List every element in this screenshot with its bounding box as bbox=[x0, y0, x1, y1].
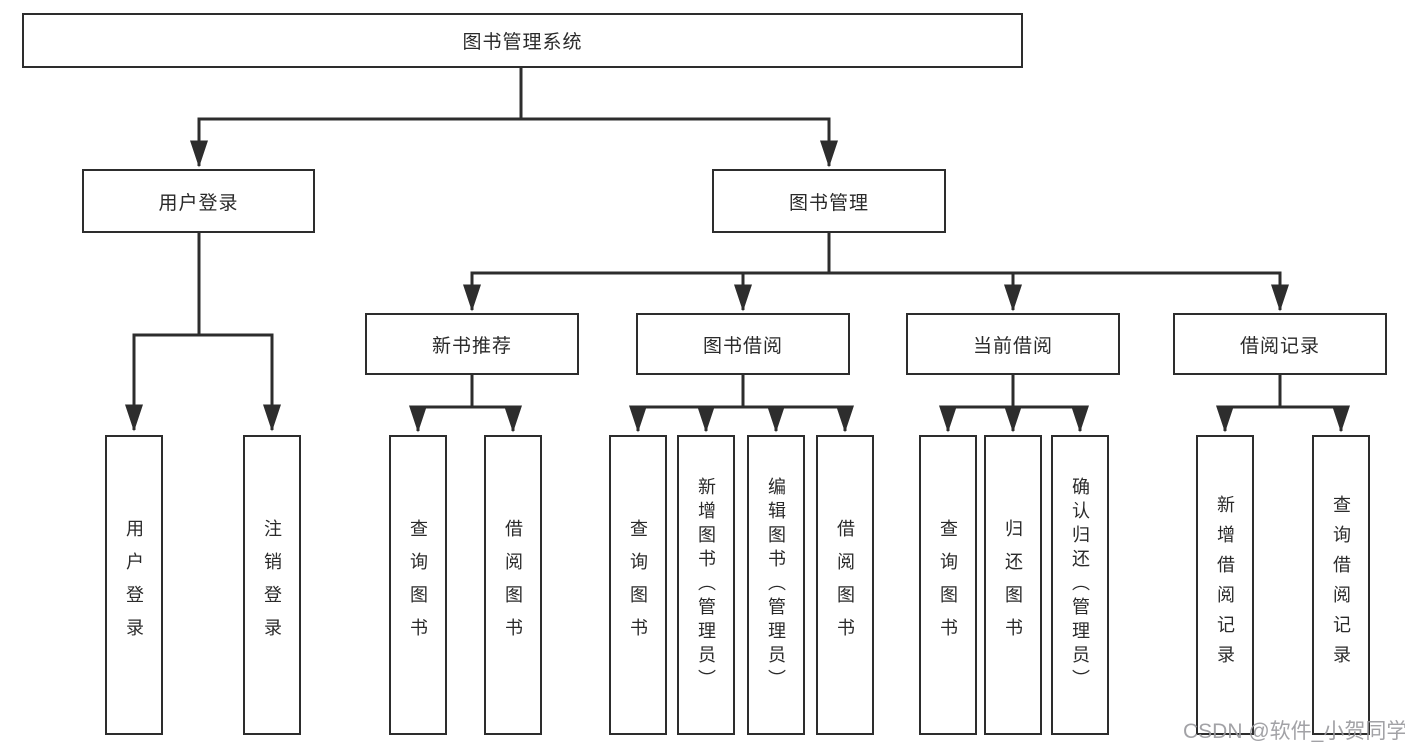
node-library-system-label: 图书管理系统 bbox=[462, 32, 583, 53]
leaf-query-books-current-label: 查询图书 bbox=[938, 519, 958, 651]
connectors-new-book-recommend bbox=[409, 375, 522, 433]
node-book-borrowing: 图书借阅 bbox=[636, 313, 850, 375]
leaf-logout: 注销登录 bbox=[243, 435, 301, 735]
leaf-return-books-label: 归还图书 bbox=[1003, 519, 1023, 651]
leaf-query-books-borrowing-label: 查询图书 bbox=[628, 519, 648, 651]
leaf-confirm-return-admin-label: 确认归还（管理员） bbox=[1070, 477, 1090, 693]
connectors-current-borrowing bbox=[939, 375, 1089, 433]
leaf-borrow-books-recommend: 借阅图书 bbox=[484, 435, 542, 735]
node-user-login-label: 用户登录 bbox=[158, 192, 239, 214]
leaf-return-books: 归还图书 bbox=[984, 435, 1042, 735]
leaf-add-books-admin: 新增图书（管理员） bbox=[677, 435, 735, 735]
leaf-edit-books-admin-label: 编辑图书（管理员） bbox=[766, 477, 786, 693]
leaf-user-login-label: 用户登录 bbox=[124, 519, 144, 651]
leaf-query-books-current: 查询图书 bbox=[919, 435, 977, 735]
connectors-user-login bbox=[125, 233, 281, 432]
node-book-borrowing-label: 图书借阅 bbox=[702, 335, 783, 357]
node-new-book-recommend-label: 新书推荐 bbox=[431, 335, 512, 357]
node-new-book-recommend: 新书推荐 bbox=[365, 313, 579, 375]
node-book-management-label: 图书管理 bbox=[788, 192, 869, 214]
node-user-login: 用户登录 bbox=[82, 169, 315, 233]
leaf-query-borrow-record: 查询借阅记录 bbox=[1312, 435, 1370, 735]
leaf-edit-books-admin: 编辑图书（管理员） bbox=[747, 435, 805, 735]
leaf-logout-label: 注销登录 bbox=[262, 519, 282, 651]
leaf-add-books-admin-label: 新增图书（管理员） bbox=[696, 477, 716, 693]
leaf-borrow-books-borrowing: 借阅图书 bbox=[816, 435, 874, 735]
leaf-add-borrow-record: 新增借阅记录 bbox=[1196, 435, 1254, 735]
node-library-system: 图书管理系统 bbox=[22, 13, 1023, 68]
leaf-query-books-recommend: 查询图书 bbox=[389, 435, 447, 735]
connectors-borrowing-records bbox=[1216, 375, 1350, 433]
leaf-confirm-return-admin: 确认归还（管理员） bbox=[1051, 435, 1109, 735]
watermark: CSDN @软件_小贺同学 bbox=[1183, 720, 1405, 743]
connectors-book-management bbox=[463, 233, 1289, 312]
node-book-management: 图书管理 bbox=[712, 169, 946, 233]
leaf-query-books-recommend-label: 查询图书 bbox=[408, 519, 428, 651]
leaf-borrow-books-recommend-label: 借阅图书 bbox=[503, 519, 523, 651]
node-borrowing-records-label: 借阅记录 bbox=[1239, 335, 1320, 357]
leaf-user-login: 用户登录 bbox=[105, 435, 163, 735]
connectors-root bbox=[190, 68, 838, 168]
leaf-borrow-books-borrowing-label: 借阅图书 bbox=[835, 519, 855, 651]
connectors-book-borrowing bbox=[629, 375, 854, 433]
node-current-borrowing-label: 当前借阅 bbox=[972, 335, 1053, 357]
leaf-add-borrow-record-label: 新增借阅记录 bbox=[1215, 495, 1235, 675]
node-current-borrowing: 当前借阅 bbox=[906, 313, 1120, 375]
node-borrowing-records: 借阅记录 bbox=[1173, 313, 1387, 375]
leaf-query-borrow-record-label: 查询借阅记录 bbox=[1331, 495, 1351, 675]
leaf-query-books-borrowing: 查询图书 bbox=[609, 435, 667, 735]
